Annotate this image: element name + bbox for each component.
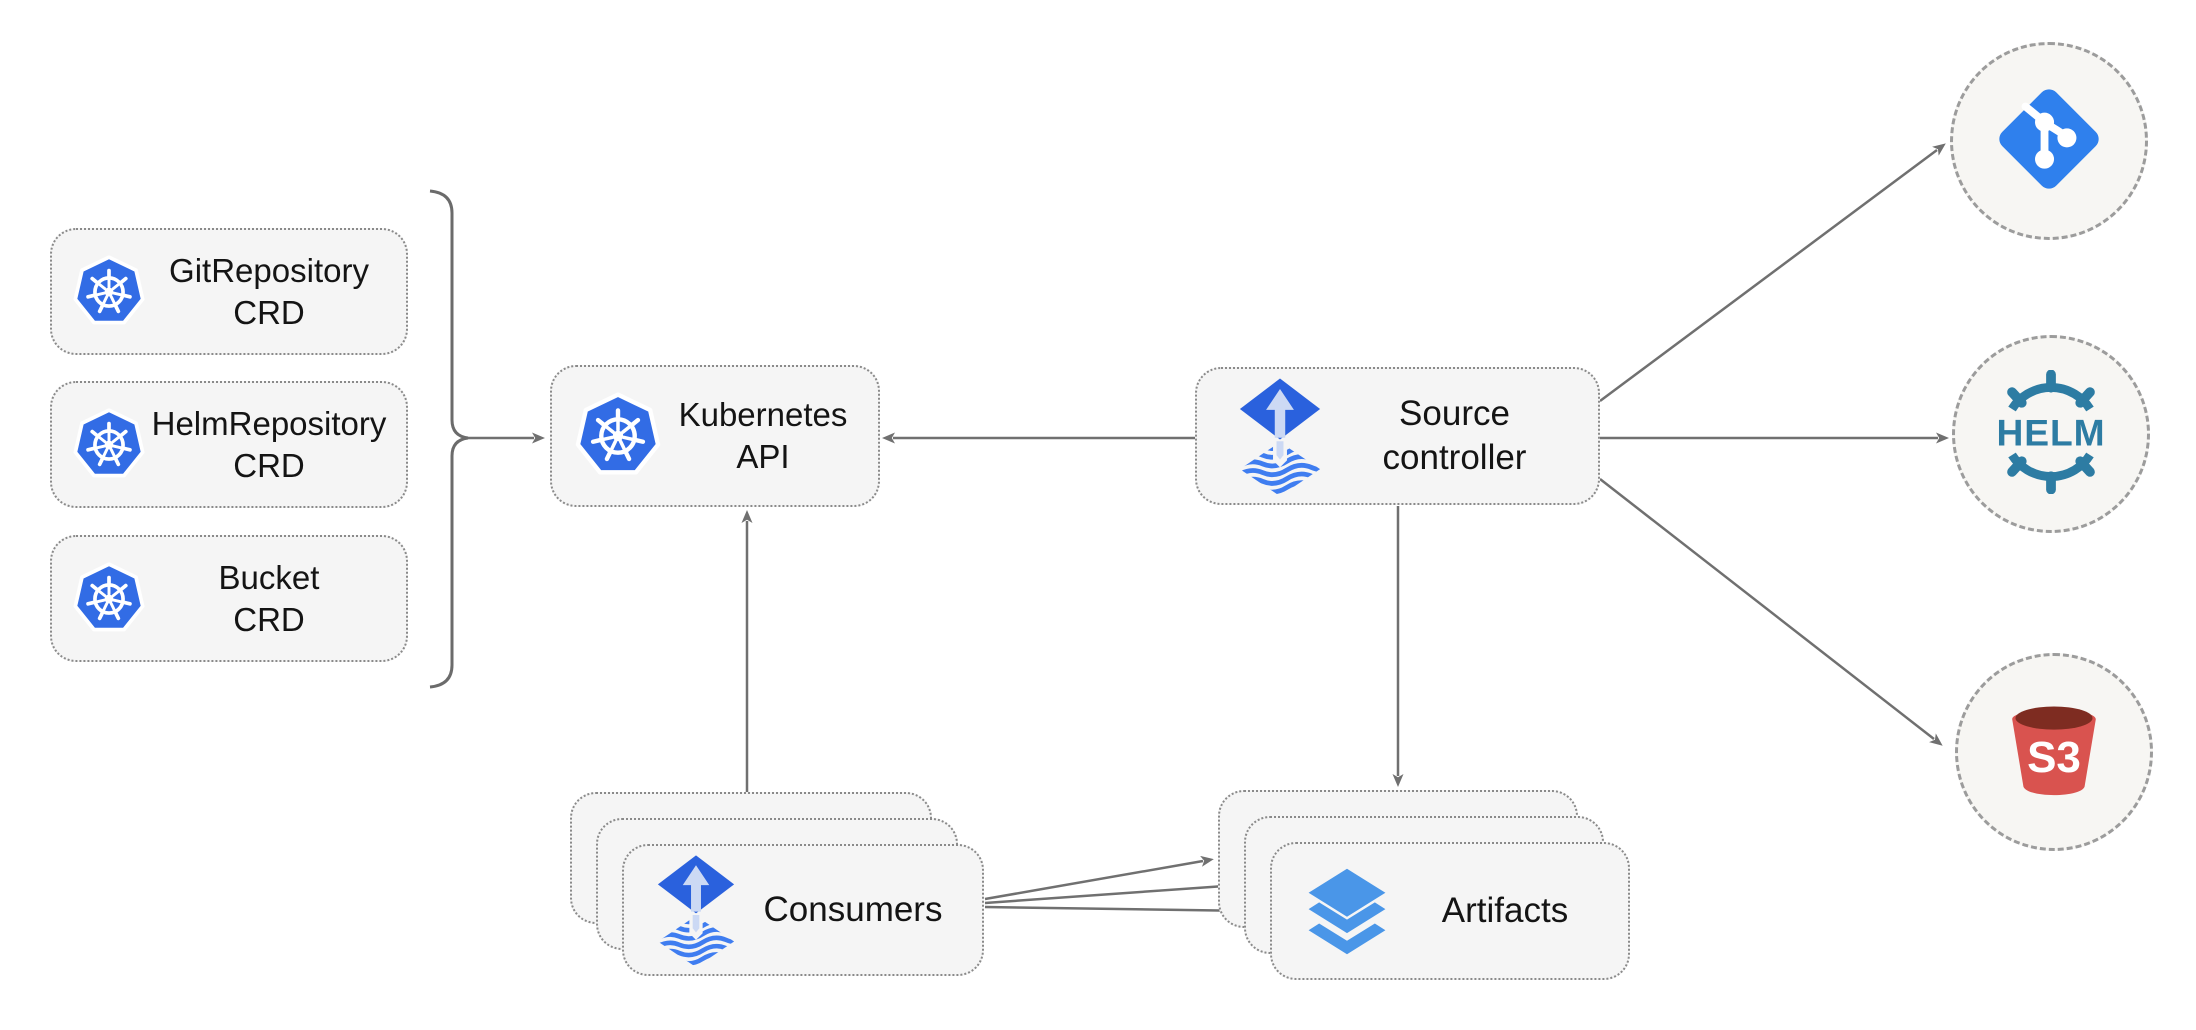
kubernetes-icon: [574, 392, 662, 480]
layers-icon: [1298, 863, 1396, 959]
node-consumers: Consumers: [622, 844, 984, 976]
flux-source-icon: [1235, 375, 1325, 497]
node-s3-remote: S3: [1955, 653, 2153, 851]
edge-consumers-to-artifacts-2: [984, 880, 1236, 905]
edge-source-to-s3: [1599, 478, 1943, 746]
kubernetes-icon: [72, 255, 146, 329]
node-label: Source controller: [1382, 393, 1527, 477]
node-label: GitRepository CRD: [169, 251, 369, 331]
node-source-controller: Source controller: [1195, 367, 1600, 505]
node-git-repository-crd: GitRepository CRD: [50, 228, 408, 355]
helm-icon: HELM: [1989, 369, 2113, 499]
s3-label: S3: [2027, 733, 2081, 782]
edge-consumers-to-artifacts-3: [984, 905, 1264, 917]
node-bucket-crd: Bucket CRD: [50, 535, 408, 662]
node-kubernetes-api: Kubernetes API: [550, 365, 880, 507]
node-label: Consumers: [763, 889, 943, 929]
helm-label: HELM: [1997, 411, 2106, 453]
flux-source-icon: [654, 852, 738, 968]
edge-source-to-git: [1599, 143, 1946, 403]
node-label: HelmRepository CRD: [151, 404, 387, 484]
node-label: Artifacts: [1441, 890, 1569, 930]
crd-bracket: [429, 189, 469, 689]
node-label: Bucket CRD: [218, 558, 320, 638]
node-artifacts: Artifacts: [1270, 842, 1630, 980]
kubernetes-icon: [72, 408, 146, 482]
node-label: Kubernetes API: [678, 396, 848, 475]
s3-bucket-icon: S3: [1998, 695, 2110, 810]
node-git-remote: [1950, 42, 2148, 240]
node-helm-repository-crd: HelmRepository CRD: [50, 381, 408, 508]
edge-consumers-to-artifacts-1: [984, 855, 1214, 901]
node-helm-remote: HELM: [1952, 335, 2150, 533]
kubernetes-icon: [72, 562, 146, 636]
git-icon: [1993, 83, 2105, 200]
